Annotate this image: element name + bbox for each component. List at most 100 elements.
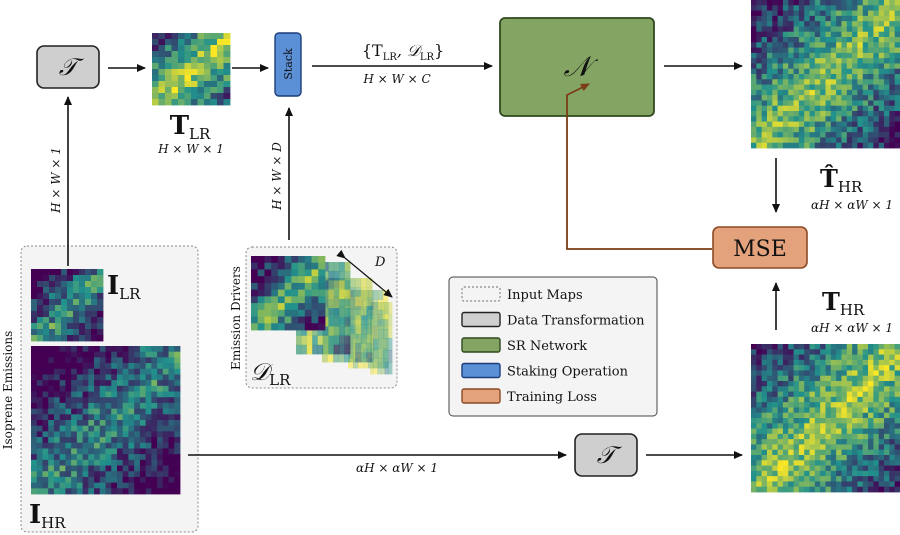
heatmap-cell [868,26,874,33]
heatmap-cell [862,68,869,75]
heatmap-cell [162,471,169,478]
heatmap-cell [804,460,810,466]
heatmap-cell [304,269,312,277]
heatmap-cell [111,391,118,398]
heatmap-cell [852,15,858,22]
heatmap-cell [53,459,61,466]
heatmap-cell [751,26,757,33]
heatmap-cell [889,132,896,138]
heatmap-cell [873,391,880,398]
heatmap-cell [61,269,68,276]
heatmap-cell [884,95,890,101]
heatmap-cell [31,317,38,324]
heatmap-cell [868,375,874,382]
heatmap-cell [798,375,805,382]
heatmap-cell [751,381,757,387]
heatmap-cell [825,37,832,43]
heatmap-cell [894,386,900,392]
heatmap-cell [857,111,864,117]
heatmap-cell [788,433,794,440]
heatmap-cell [82,437,89,444]
heatmap-cell [158,87,166,94]
heatmap-cell [751,105,757,112]
heatmap-cell [333,271,340,281]
heatmap-cell [820,58,826,64]
heatmap-cell [174,385,181,392]
heatmap-cell [873,465,880,472]
heatmap-cell [145,437,152,444]
heatmap-cell [798,460,805,466]
heatmap-cell [71,385,78,392]
heatmap-cell [42,488,49,495]
heatmap-cell [798,74,805,80]
heatmap-cell [830,0,837,6]
heatmap-cell [772,21,779,27]
heatmap-cell [349,334,356,344]
heatmap-cell [85,275,92,282]
heatmap-cell [820,439,826,445]
heatmap-cell [94,402,101,410]
heatmap-cell [857,105,864,112]
heatmap-cell [373,299,379,310]
heatmap-cell [366,334,373,344]
heatmap-cell [184,33,192,40]
heatmap-cell [782,476,789,482]
heatmap-cell [766,407,773,414]
heatmap-cell [798,418,805,424]
heatmap-cell [894,476,900,482]
heatmap-cell [884,21,890,27]
heatmap-cell [836,42,842,48]
heatmap-cell [793,121,800,128]
heatmap-cell [168,431,175,438]
heatmap-cell [873,31,880,38]
heatmap-cell [836,84,842,91]
heatmap-cell [766,52,773,59]
heatmap-cell [862,84,869,91]
heatmap-cell [217,33,224,40]
heatmap-cell [105,431,112,438]
heatmap-cell [162,448,169,455]
heatmap-cell [184,39,192,46]
heatmap-cell [825,365,832,371]
heatmap-cell [751,100,757,107]
heatmap-cell [31,454,38,461]
heatmap-cell [873,359,880,366]
heatmap-cell [31,408,38,415]
heatmap-cell [825,476,832,482]
heatmap-cell [59,471,66,478]
heatmap-cell [777,37,784,43]
heatmap-cell [798,470,805,477]
heatmap-cell [841,5,848,11]
heatmap-cell [836,470,842,477]
heatmap-cell [49,317,56,324]
heatmap-cell [852,375,858,382]
heatmap-cell [49,293,56,300]
heatmap-cell [873,370,880,377]
heatmap-cell [804,37,810,43]
heatmap-cell [798,0,805,6]
heatmap-cell [116,402,124,410]
heatmap-cell [31,397,38,404]
heatmap-cell [91,317,98,324]
heatmap-cell [251,289,259,297]
legend-swatch-input [461,286,501,302]
heatmap-cell [809,31,816,38]
heatmap-cell [830,74,837,80]
heatmap-cell [884,455,890,461]
heatmap-cell [868,52,874,59]
heatmap-cell [97,335,104,342]
heatmap-cell [766,42,773,48]
heatmap-cell [271,323,279,331]
heatmap-cell [894,10,900,17]
heatmap-cell [782,486,789,493]
heatmap-cell [97,269,104,276]
heatmap-cell [36,437,43,444]
heatmap-cell [878,386,885,392]
heatmap-cell [841,349,848,355]
heatmap-cell [751,354,757,361]
heatmap-cell [793,31,800,38]
heatmap-cell [197,33,205,40]
heatmap-cell [43,305,50,312]
heatmap-cell [284,256,292,264]
heatmap-cell [777,370,784,377]
